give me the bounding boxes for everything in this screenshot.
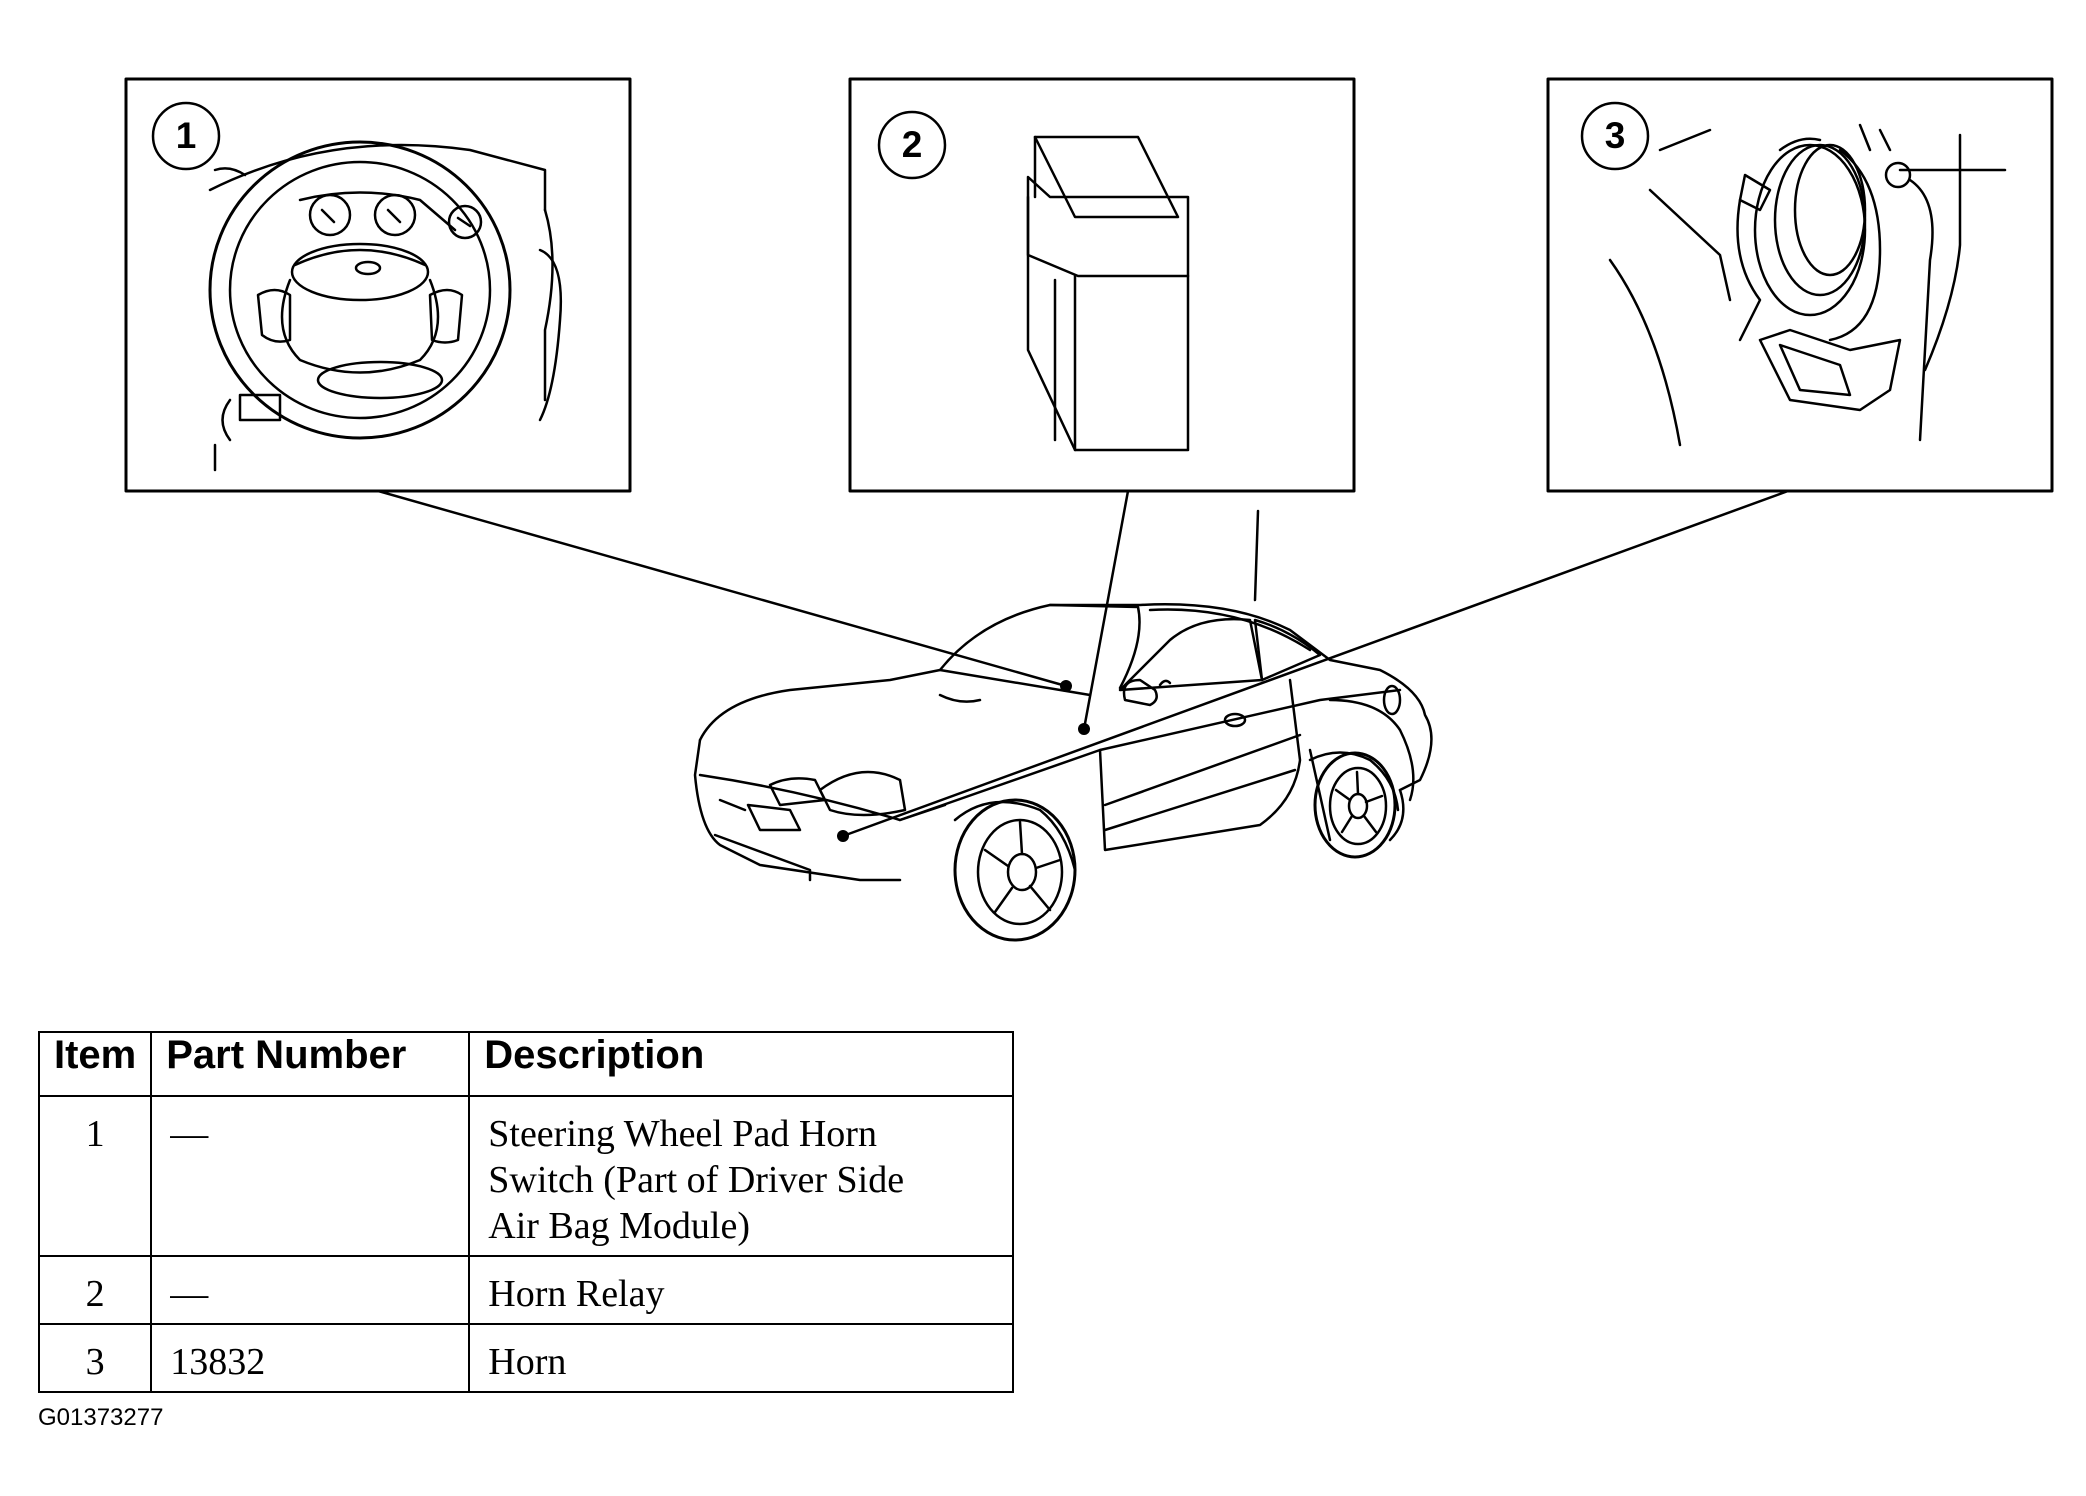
row-part-number: — [150,1255,471,1325]
horn-panel [1546,77,2054,493]
row-description: Horn Relay [468,1255,1015,1325]
row-item: 3 [37,1323,153,1393]
callout-circle-2 [877,110,947,180]
row-item: 1 [37,1095,153,1257]
row-item: 2 [37,1255,153,1325]
row-description: Steering Wheel Pad Horn Switch (Part of … [468,1095,1015,1257]
vehicle-illustration [693,603,1433,942]
table-row: 1 — Steering Wheel Pad Horn Switch (Part… [37,1095,1015,1257]
figure-code: G01373277 [38,1404,164,1431]
table-row: 3 13832 Horn [37,1323,1015,1393]
callout-circle-3 [1580,101,1650,171]
callout-number-3: 3 [1604,115,1626,156]
parts-table: Item Part Number Description 1 — Steerin… [37,1031,1015,1393]
horn-relay-panel [848,77,1356,493]
header-item: Item [37,1031,153,1097]
callout-number-2: 2 [901,124,923,165]
header-description: Description [468,1031,1015,1097]
callout-number-1: 1 [175,115,197,156]
leader-lines [376,489,1790,838]
row-part-number: 13832 [150,1323,471,1393]
header-part-number: Part Number [150,1031,471,1097]
row-part-number: — [150,1095,471,1257]
table-row: 2 — Horn Relay [37,1255,1015,1325]
row-description: Horn [468,1323,1015,1393]
table-header-row: Item Part Number Description [37,1031,1015,1097]
callout-circle-1 [151,101,221,171]
leader-dots [837,680,1090,842]
